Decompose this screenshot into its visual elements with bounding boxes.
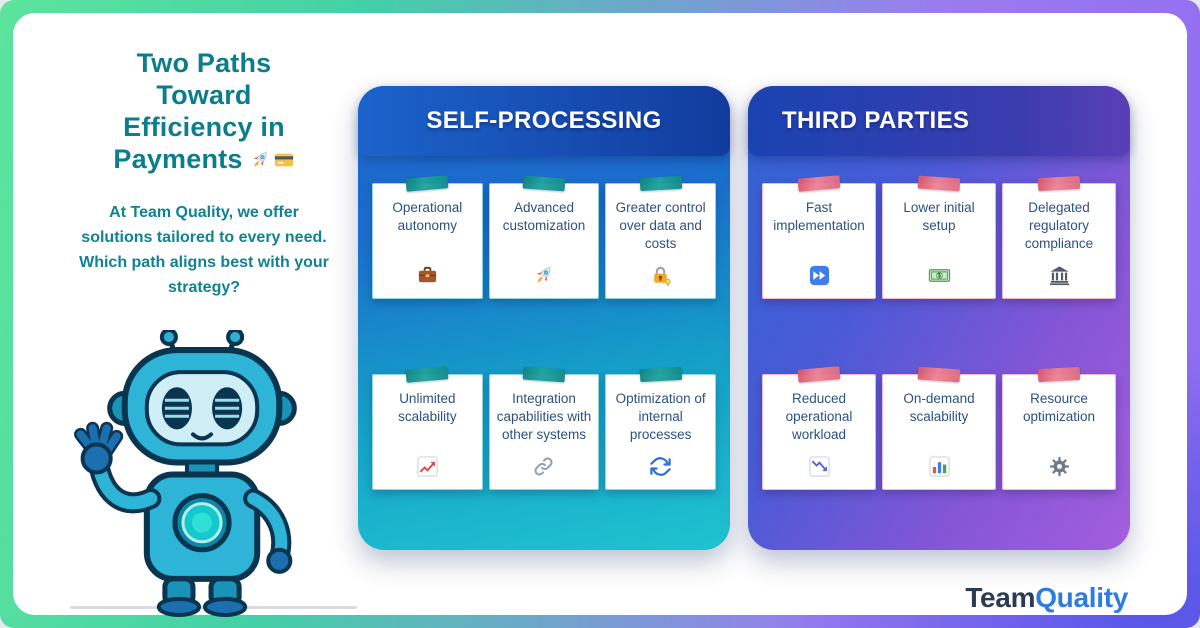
rocket-icon <box>253 151 267 167</box>
intro-text: At Team Quality, we offer solutions tail… <box>79 204 329 296</box>
tape-decoration <box>1037 366 1081 383</box>
title-line: Payments <box>72 144 336 176</box>
benefit-label: Optimization of internal processes <box>615 391 706 442</box>
rocket-icon <box>537 267 551 283</box>
benefit-label: Advanced customization <box>502 200 586 233</box>
benefit-label: Lower initial setup <box>903 200 975 233</box>
robot-mascot-illustration <box>74 330 297 617</box>
gear-icon <box>1049 456 1069 477</box>
bank-icon <box>1049 266 1069 286</box>
benefit-label: On-demand scalability <box>903 391 975 424</box>
self-processing-header: SELF-PROCESSING <box>358 86 730 156</box>
self-processing-row-1: Operational autonomy Advanced customizat… <box>358 175 730 299</box>
benefit-label: Delegated regulatory compliance <box>1024 200 1094 251</box>
benefit-card: Unlimited scalability <box>372 366 483 490</box>
tape-decoration <box>522 366 566 383</box>
briefcase-icon <box>418 266 436 283</box>
benefit-card: Operational autonomy <box>372 175 483 299</box>
teamquality-logo: TeamQuality <box>965 582 1128 614</box>
tape-decoration <box>639 175 682 192</box>
refresh-icon <box>650 457 671 476</box>
third-parties-header: THIRD PARTIES <box>748 86 1130 156</box>
benefit-card: Optimization of internal processes <box>605 366 716 490</box>
benefit-label: Resource optimization <box>1022 391 1096 424</box>
third-parties-row-1: Fast implementation Lower initial setup … <box>748 175 1130 299</box>
self-processing-row-2: Unlimited scalability Integration capabi… <box>358 366 730 490</box>
tape-decoration <box>797 366 841 383</box>
benefit-label: Operational autonomy <box>392 200 463 233</box>
title-line: Efficiency in <box>123 111 285 142</box>
logo-team-text: Team <box>965 582 1036 613</box>
chart-down-icon <box>808 456 830 477</box>
self-processing-panel: SELF-PROCESSING Operational autonomy Adv… <box>358 86 730 550</box>
benefit-label: Reduced operational workload <box>785 391 853 442</box>
benefit-card: Lower initial setup <box>882 175 996 299</box>
lock-key-icon <box>654 266 671 286</box>
title-line: Two Paths <box>136 48 272 78</box>
benefit-card: Delegated regulatory compliance <box>1002 175 1116 299</box>
tape-decoration <box>405 366 449 383</box>
benefit-card: Advanced customization <box>488 175 600 299</box>
link-icon <box>534 457 554 476</box>
title-emoji-group <box>249 149 295 171</box>
self-processing-title: SELF-PROCESSING <box>426 107 662 134</box>
benefit-card: On-demand scalability <box>882 366 996 490</box>
logo-quality-text: Quality <box>1035 582 1128 613</box>
chart-up-icon <box>417 456 438 477</box>
third-parties-row-2: Reduced operational workload On-demand s… <box>748 366 1130 490</box>
fast-forward-icon <box>809 265 829 286</box>
benefit-card: Greater control over data and costs <box>605 175 716 299</box>
tape-decoration <box>639 366 682 383</box>
tape-decoration <box>405 175 449 192</box>
tape-decoration <box>522 175 566 192</box>
tape-decoration <box>917 175 961 192</box>
title-line: Toward <box>156 79 252 110</box>
benefit-label: Unlimited scalability <box>398 391 457 424</box>
third-parties-title: THIRD PARTIES <box>782 107 970 134</box>
tape-decoration <box>797 175 841 192</box>
benefit-card: Fast implementation <box>762 175 876 299</box>
benefit-label: Integration capabilities with other syst… <box>496 391 592 442</box>
tape-decoration <box>1037 175 1081 192</box>
benefit-card: Reduced operational workload <box>762 366 876 490</box>
bar-chart-icon <box>928 456 950 477</box>
title-line-text: Payments <box>113 143 243 174</box>
left-column: Two Paths Toward Efficiency in Payments … <box>72 48 336 301</box>
benefit-card: Integration capabilities with other syst… <box>488 366 600 490</box>
benefit-label: Greater control over data and costs <box>615 200 706 251</box>
third-parties-panel: THIRD PARTIES Fast implementation Lower … <box>748 86 1130 550</box>
banknote-icon <box>928 269 950 282</box>
credit-card-icon <box>274 153 293 166</box>
tape-decoration <box>917 366 961 383</box>
benefit-card: Resource optimization <box>1002 366 1116 490</box>
page-title: Two Paths Toward Efficiency in Payments <box>72 48 336 175</box>
benefit-label: Fast implementation <box>773 200 865 233</box>
